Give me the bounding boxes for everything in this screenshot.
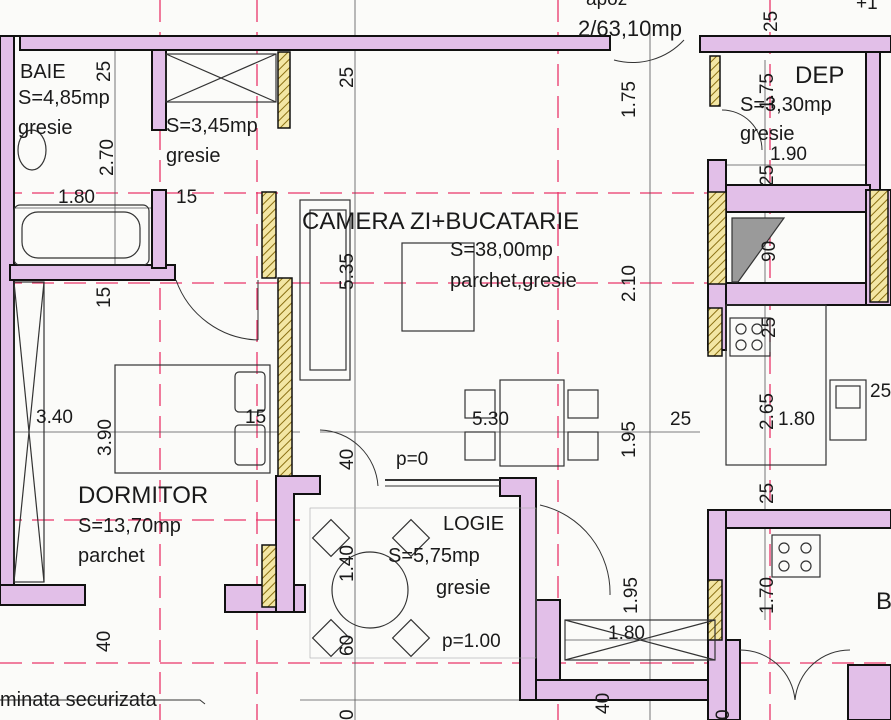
dim-0-b: 0	[713, 709, 734, 720]
dim-p100: p=1.00	[442, 631, 501, 652]
hatched-walls	[261, 51, 889, 641]
room-dep-name: DEP	[795, 62, 845, 89]
room-logie-name: LOGIE	[443, 513, 505, 535]
dim-top-25: 25	[761, 10, 782, 32]
dim-3-40: 3.40	[36, 407, 73, 428]
dim-1-70: 1.70	[757, 577, 778, 614]
dim-1-95-a: 1.95	[619, 421, 640, 458]
room-dormitor-area: S=13,70mp	[78, 515, 181, 537]
dim-25-a: 25	[94, 60, 115, 82]
room-camera-area: S=38,00mp	[450, 239, 553, 261]
dim-15-c: 15	[245, 407, 267, 428]
dim-2-70: 2.70	[97, 139, 118, 176]
room-right-name: B	[876, 588, 891, 615]
dim-25-d: 25	[759, 316, 780, 338]
room-camera-name: CAMERA ZI+BUCATARIE	[302, 208, 580, 235]
dim-40-b: 40	[94, 630, 115, 652]
room-logie-floor: gresie	[436, 577, 491, 599]
dim-0-a: 0	[337, 709, 358, 720]
dim-5-30: 5.30	[472, 409, 509, 430]
total-area: 2/63,10mp	[578, 16, 682, 41]
dim-15-b: 15	[94, 286, 115, 308]
room-baie-area: S=4,85mp	[18, 87, 110, 109]
room-dormitor-floor: parchet	[78, 545, 145, 567]
dim-25-e: 25	[670, 409, 692, 430]
doors	[0, 39, 851, 705]
room-dep-area: S=3,30mp	[740, 94, 832, 116]
dim-25-f: 25	[870, 381, 891, 402]
dim-3-90: 3.90	[95, 419, 116, 456]
dim-2-10: 2.10	[619, 265, 640, 302]
dim-2-65: 2.65	[757, 393, 778, 430]
room-hol-floor: gresie	[166, 145, 221, 167]
corner-mark: +1	[856, 0, 878, 14]
room-baie-name: BAIE	[20, 61, 66, 83]
header-fragment: apoz	[586, 0, 627, 9]
dim-25-c: 25	[757, 164, 778, 186]
dim-40-c: 40	[593, 692, 614, 714]
dim-1-40: 1.40	[337, 545, 358, 582]
dimension-lines	[0, 0, 870, 720]
dim-90: 90	[759, 240, 780, 262]
fixtures	[13, 53, 867, 661]
room-hol-area: S=3,45mp	[166, 115, 258, 137]
room-dormitor-name: DORMITOR	[78, 482, 209, 509]
dim-40-a: 40	[337, 448, 358, 470]
dim-1-80-baie: 1.80	[58, 187, 95, 208]
dim-25-b: 25	[337, 66, 358, 88]
room-logie-area: S=5,75mp	[388, 545, 480, 567]
dim-25-g: 25	[757, 482, 778, 504]
dim-5-35: 5.35	[337, 253, 358, 290]
dim-1-80-kit: 1.80	[778, 409, 815, 430]
dim-60: 60	[337, 634, 358, 656]
door-note: minata securizata	[0, 689, 157, 711]
room-camera-floor: parchet,gresie	[450, 270, 577, 292]
dim-1-90: 1.90	[770, 144, 807, 165]
dim-1-75-b: 1.75	[757, 73, 778, 110]
dim-p0: p=0	[396, 449, 429, 470]
dim-1-75-a: 1.75	[619, 81, 640, 118]
room-dep-floor: gresie	[740, 123, 795, 145]
room-baie-floor: gresie	[18, 117, 73, 139]
dim-1-80-logie: 1.80	[608, 623, 645, 644]
dim-15-a: 15	[176, 187, 198, 208]
dim-1-95-b: 1.95	[621, 577, 642, 614]
